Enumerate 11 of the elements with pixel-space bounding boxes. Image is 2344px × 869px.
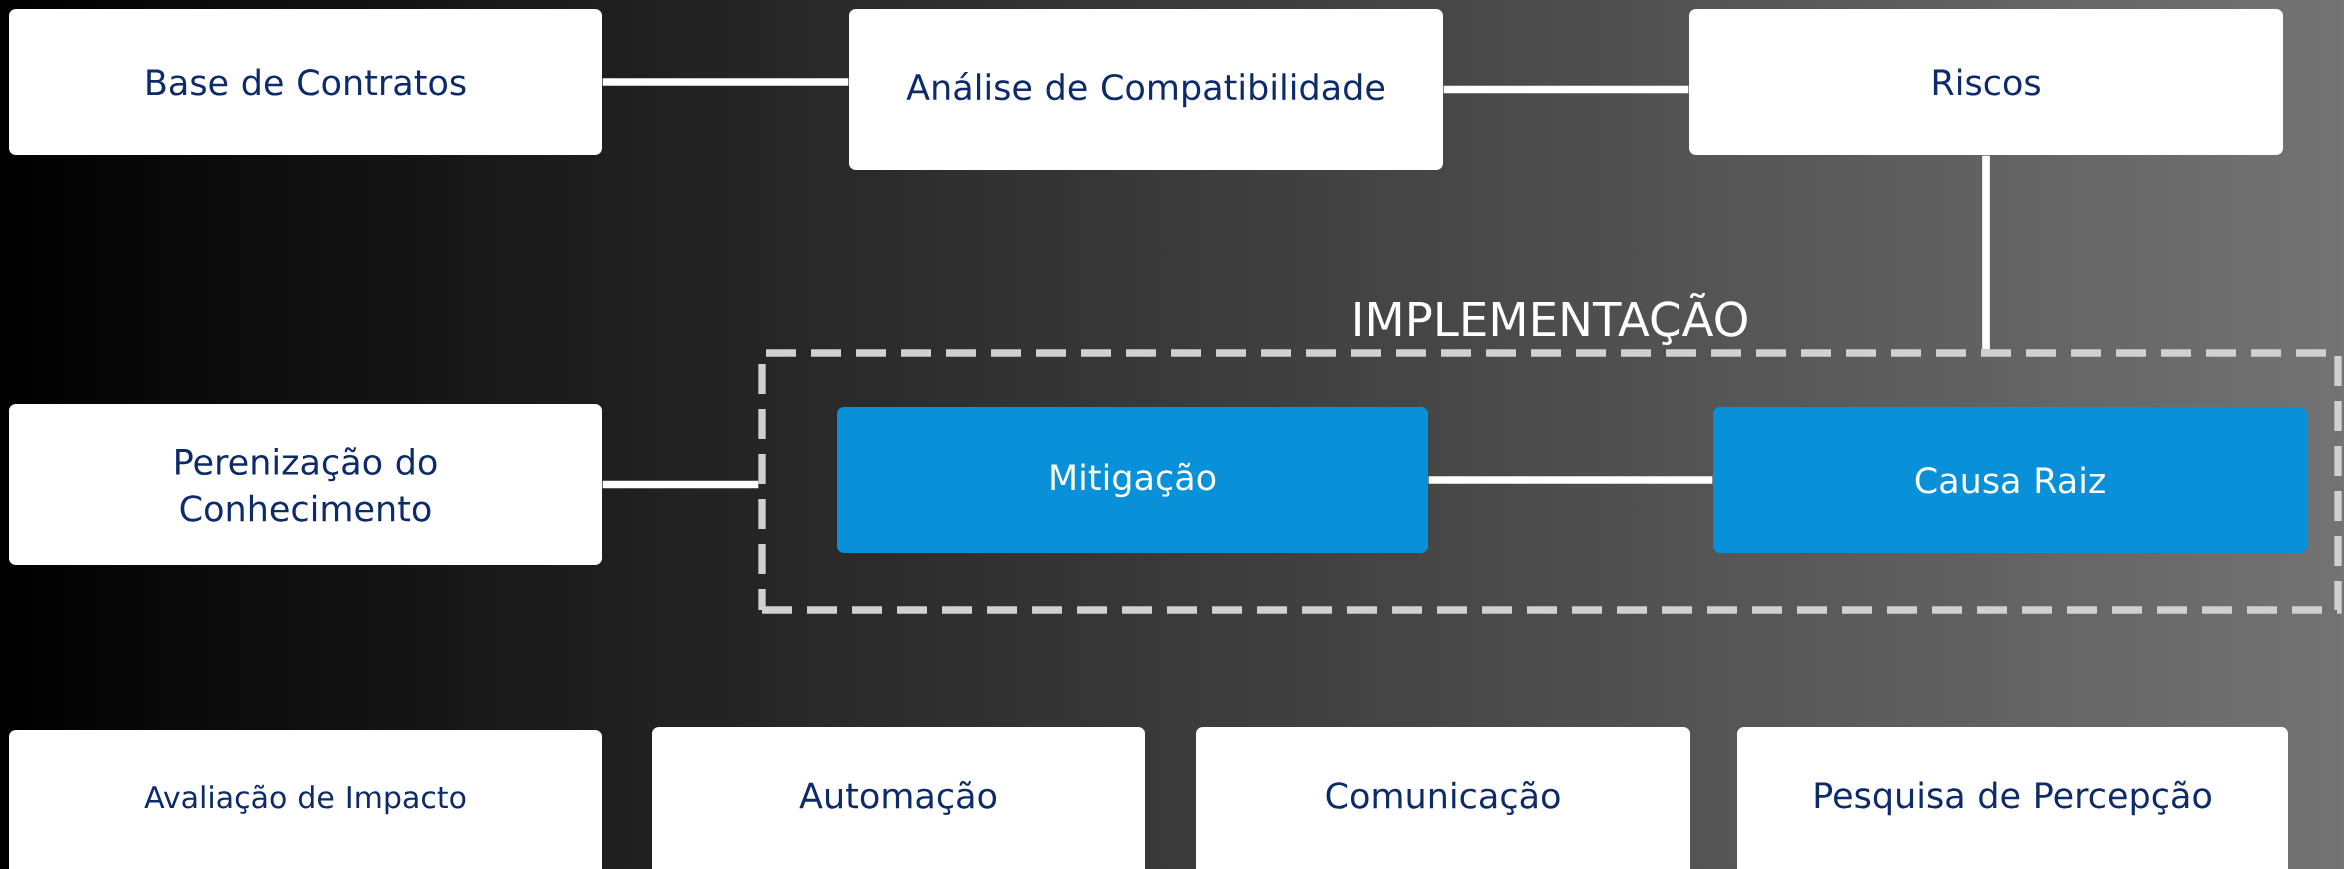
process-box: Pesquisa de Percepção <box>1737 727 2288 869</box>
process-box: Riscos <box>1689 9 2283 155</box>
process-box: Mitigação <box>837 407 1428 553</box>
process-box: Perenização do Conhecimento <box>9 404 602 565</box>
process-box: Comunicação <box>1196 727 1690 869</box>
node-label: IMPLEMENTAÇÃO <box>1355 292 1747 345</box>
process-box: Causa Raiz <box>1713 407 2308 553</box>
process-box: Avaliação de Impacto <box>9 730 602 869</box>
process-box: Base de Contratos <box>9 9 602 155</box>
process-box: Automação <box>652 727 1145 869</box>
process-box: Análise de Compatibilidade <box>849 9 1443 170</box>
